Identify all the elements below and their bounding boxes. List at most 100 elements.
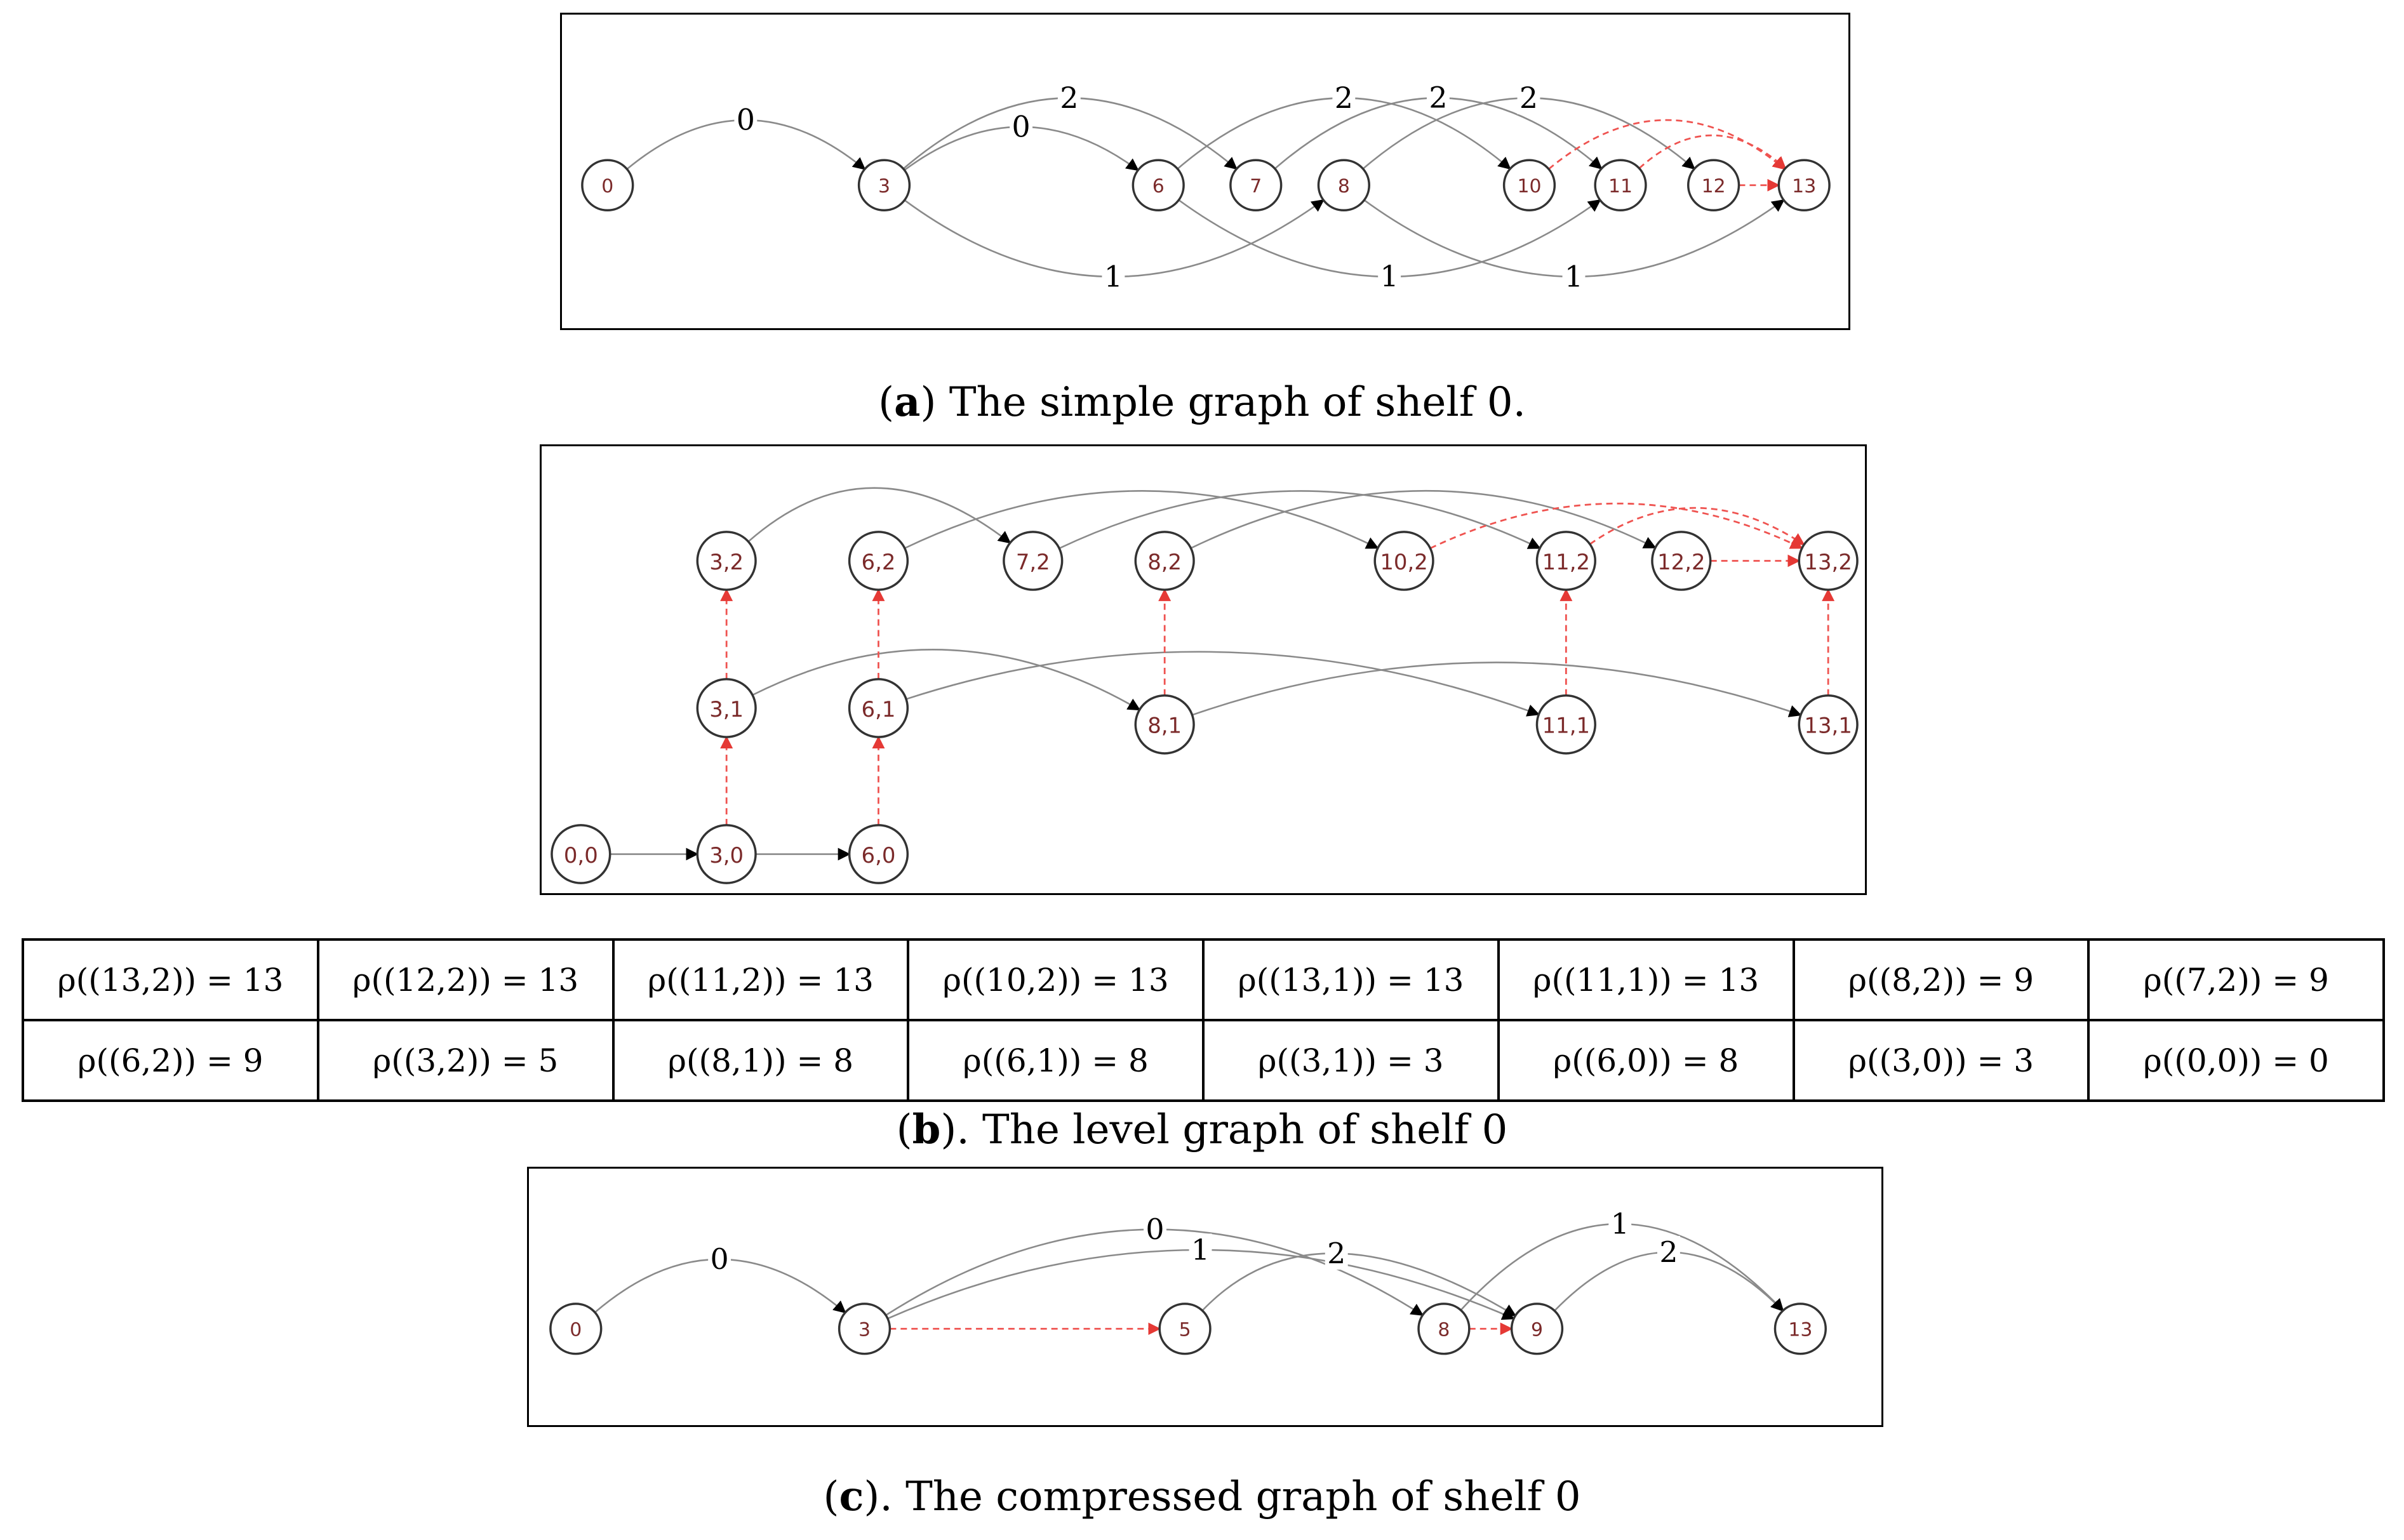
b-node-0-0: 0,0 bbox=[551, 824, 611, 884]
node-circle bbox=[551, 824, 611, 884]
node-circle bbox=[1798, 531, 1859, 591]
node-label: 5 bbox=[1179, 1319, 1191, 1341]
edge-a-8-13-label-bg bbox=[1562, 260, 1586, 293]
node-circle bbox=[1798, 694, 1859, 755]
node-circle bbox=[848, 531, 909, 591]
node-circle bbox=[1535, 531, 1596, 591]
edge-a-3-8-label: 1 bbox=[1104, 260, 1123, 293]
b-node-3-0: 3,0 bbox=[696, 824, 757, 884]
b-node-11-1: 11,1 bbox=[1535, 694, 1596, 755]
caption-b-text: ). The level graph of shelf 0 bbox=[940, 1106, 1508, 1153]
node-circle bbox=[1132, 159, 1185, 211]
edge-b-11_2-13_2 bbox=[1589, 507, 1805, 546]
edge-c-5-9 bbox=[1201, 1252, 1517, 1317]
a-node-3: 3 bbox=[857, 159, 911, 211]
b-node-13-2: 13,2 bbox=[1798, 531, 1859, 591]
caption-a: (a) The simple graph of shelf 0. bbox=[878, 378, 1526, 426]
edge-a-11-13 bbox=[1638, 135, 1787, 169]
node-label: 0,0 bbox=[564, 843, 598, 868]
node-label: 8,2 bbox=[1147, 550, 1182, 574]
a-node-11: 11 bbox=[1594, 159, 1647, 211]
rho-cell: ρ((3,0)) = 3 bbox=[1792, 1019, 2090, 1102]
node-label: 6,0 bbox=[862, 843, 896, 868]
node-circle bbox=[1158, 1303, 1212, 1355]
node-label: 7,2 bbox=[1016, 550, 1050, 574]
node-circle bbox=[1687, 159, 1740, 211]
node-label: 9 bbox=[1531, 1319, 1543, 1341]
rho-cell: ρ((6,1)) = 8 bbox=[907, 1019, 1205, 1102]
caption-c-text: ). The compressed graph of shelf 0 bbox=[864, 1473, 1581, 1520]
edge-c-5-9-label: 2 bbox=[1327, 1237, 1346, 1270]
node-circle bbox=[1373, 531, 1434, 591]
b-node-3-2: 3,2 bbox=[696, 531, 757, 591]
node-label: 11,2 bbox=[1542, 550, 1590, 574]
edge-c-3-8-label-bg bbox=[1144, 1213, 1166, 1246]
edge-c-5-9-label-bg bbox=[1325, 1237, 1348, 1270]
node-label: 8 bbox=[1438, 1319, 1450, 1341]
a-node-7: 7 bbox=[1229, 159, 1283, 211]
edge-a-6-10-label-bg bbox=[1332, 81, 1356, 115]
node-circle bbox=[696, 824, 757, 884]
edge-b-3_2-7_2 bbox=[747, 487, 1012, 544]
node-circle bbox=[1651, 531, 1712, 591]
caption-b-letter: b bbox=[912, 1106, 941, 1153]
c-node-3: 3 bbox=[838, 1303, 891, 1355]
node-circle bbox=[581, 159, 634, 211]
c-node-0: 0 bbox=[549, 1303, 603, 1355]
node-label: 13 bbox=[1792, 175, 1816, 197]
node-label: 3,1 bbox=[709, 697, 744, 722]
caption-a-text: The simple graph of shelf 0. bbox=[936, 379, 1526, 426]
edge-a-3-6-label-bg bbox=[1010, 110, 1033, 143]
node-circle bbox=[1417, 1303, 1471, 1355]
rho-cell: ρ((13,1)) = 13 bbox=[1202, 938, 1500, 1021]
edge-c-8-13-label: 1 bbox=[1611, 1207, 1629, 1241]
edge-a-0-3-label-bg bbox=[734, 103, 758, 136]
node-circle bbox=[1502, 159, 1556, 211]
node-label: 6,1 bbox=[862, 697, 896, 722]
node-label: 11,1 bbox=[1542, 714, 1590, 738]
node-label: 6,2 bbox=[862, 550, 896, 574]
edge-c-3-9-label: 1 bbox=[1191, 1233, 1210, 1267]
rho-cell: ρ((0,0)) = 0 bbox=[2087, 1019, 2385, 1102]
node-circle bbox=[1773, 1303, 1827, 1355]
rho-cell: ρ((8,2)) = 9 bbox=[1792, 938, 2090, 1021]
rho-cell: ρ((3,1)) = 3 bbox=[1202, 1019, 1500, 1102]
node-label: 13,1 bbox=[1804, 714, 1852, 738]
b-node-11-2: 11,2 bbox=[1535, 531, 1596, 591]
c-node-9: 9 bbox=[1510, 1303, 1564, 1355]
node-label: 12,2 bbox=[1657, 550, 1705, 574]
edge-a-3-7-label-bg bbox=[1057, 81, 1081, 115]
node-label: 0 bbox=[601, 175, 613, 197]
b-node-7-2: 7,2 bbox=[1003, 531, 1064, 591]
node-label: 3,2 bbox=[709, 550, 744, 574]
caption-c: (c). The compressed graph of shelf 0 bbox=[823, 1473, 1581, 1520]
node-circle bbox=[1134, 531, 1195, 591]
edge-c-3-9-label-bg bbox=[1189, 1233, 1212, 1266]
edge-c-0-3-label: 0 bbox=[711, 1242, 729, 1276]
edge-a-6-10-label: 2 bbox=[1335, 81, 1353, 115]
a-node-0: 0 bbox=[581, 159, 634, 211]
b-node-13-1: 13,1 bbox=[1798, 694, 1859, 755]
edge-a-8-13-label: 1 bbox=[1565, 260, 1583, 293]
b-node-12-2: 12,2 bbox=[1651, 531, 1712, 591]
edge-c-3-8-label: 0 bbox=[1145, 1212, 1164, 1246]
rho-cell: ρ((6,2)) = 9 bbox=[22, 1019, 319, 1102]
node-label: 10 bbox=[1517, 175, 1541, 197]
node-circle bbox=[1134, 694, 1195, 755]
edge-a-8-12-label-bg bbox=[1517, 81, 1540, 115]
c-node-8: 8 bbox=[1417, 1303, 1471, 1355]
c-node-5: 5 bbox=[1158, 1303, 1212, 1355]
edge-c-0-3-label-bg bbox=[708, 1243, 731, 1276]
node-label: 3 bbox=[858, 1319, 871, 1341]
node-circle bbox=[1317, 159, 1370, 211]
node-label: 13 bbox=[1788, 1319, 1812, 1341]
node-label: 6 bbox=[1152, 175, 1165, 197]
node-circle bbox=[838, 1303, 891, 1355]
